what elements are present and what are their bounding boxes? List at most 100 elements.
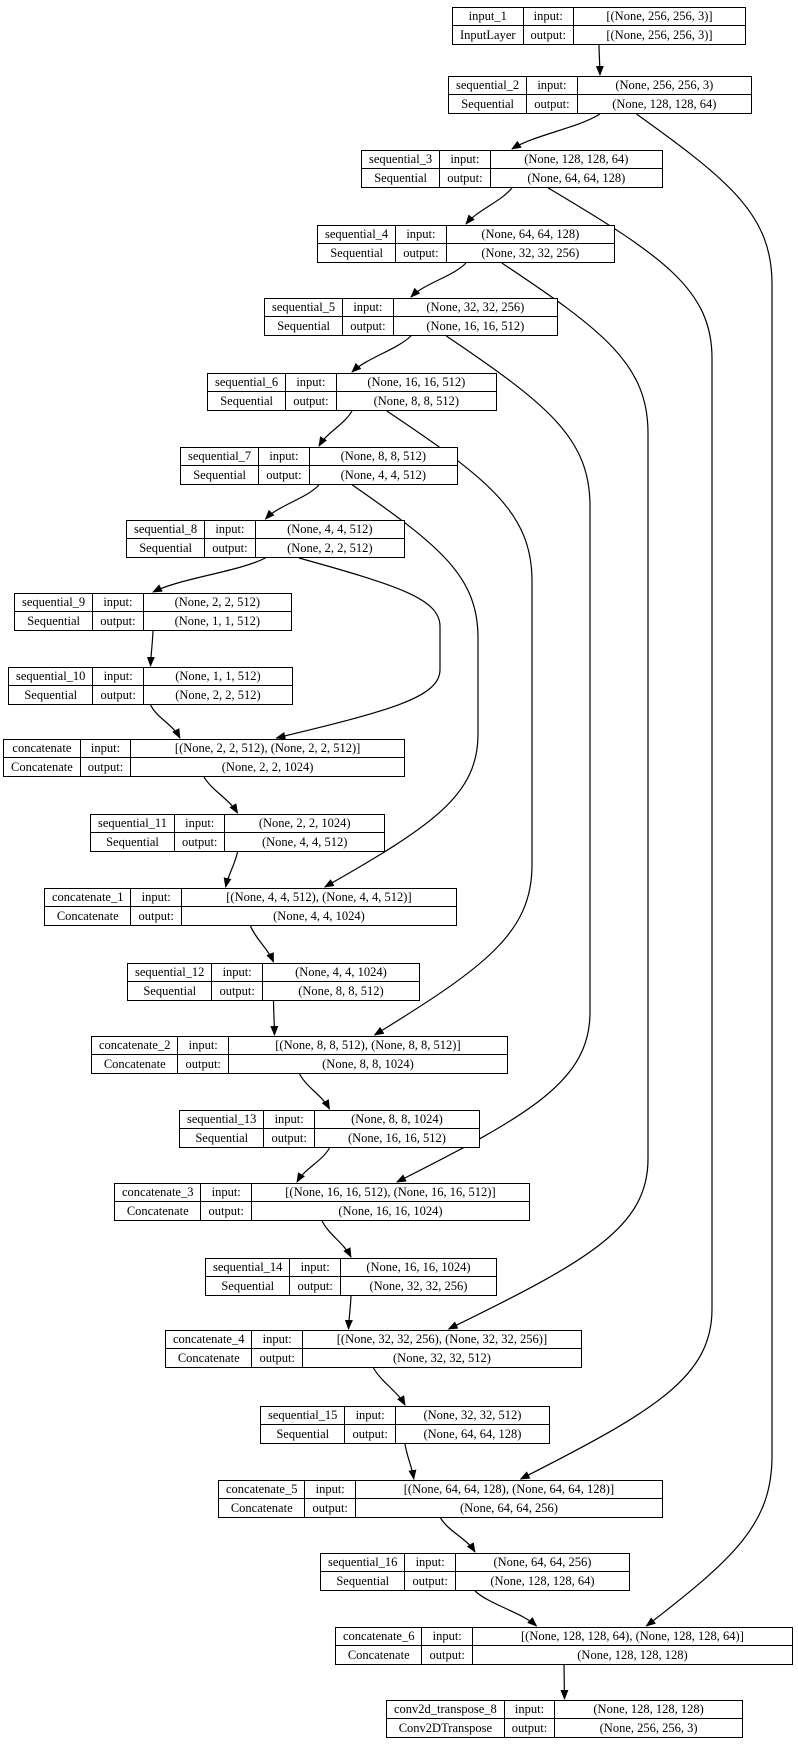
layer-node-concatenate: concatenate input: [(None, 2, 2, 512), (… [3, 739, 405, 777]
input-label: input: [178, 1037, 229, 1055]
layer-type: Sequential [127, 539, 206, 557]
layer-output-shape: (None, 16, 16, 512) [426, 318, 525, 333]
output-label: output: [259, 466, 310, 484]
edge-sequential_9-to-sequential_10 [146, 630, 155, 667]
layer-name: sequential_12 [128, 964, 213, 982]
layer-node-sequential_12: sequential_12 input: (None, 4, 4, 1024) … [127, 963, 420, 1001]
layer-output-shape: (None, 64, 64, 128) [527, 170, 626, 185]
layer-output-shape: (None, 4, 4, 512) [261, 834, 348, 849]
layer-output-shape: (None, 8, 8, 512) [373, 393, 459, 408]
layer-input-shape: (None, 32, 32, 256) [393, 299, 557, 317]
layer-type: Sequential [181, 466, 260, 484]
layer-output-shape: (None, 64, 64, 256) [460, 1500, 558, 1515]
layer-input-shape: [(None, 32, 32, 256), (None, 32, 32, 256… [302, 1331, 581, 1349]
layer-node-sequential_2: sequential_2 input: (None, 256, 256, 3) … [448, 76, 752, 114]
input-label: input: [93, 594, 144, 612]
layer-input-shape: (None, 2, 2, 512) [143, 594, 291, 612]
layer-name: concatenate_5 [219, 1481, 306, 1499]
edge-sequential_4-to-concatenate_4 [447, 262, 649, 1330]
output-label: output: [131, 907, 182, 925]
layer-node-concatenate_3: concatenate_3 input: [(None, 16, 16, 512… [114, 1183, 530, 1221]
edge-sequential_7-to-concatenate_1 [323, 484, 479, 888]
layer-type: Concatenate [92, 1055, 179, 1073]
layer-name: sequential_11 [91, 815, 175, 833]
edge-concatenate_4-to-sequential_15 [372, 1367, 406, 1406]
edge-sequential_8-to-sequential_9 [152, 557, 266, 593]
layer-input-shape: [(None, 4, 4, 512), (None, 4, 4, 512)] [181, 889, 456, 907]
layer-name: concatenate [4, 740, 81, 758]
layer-type: Sequential [180, 1129, 265, 1147]
layer-node-sequential_13: sequential_13 input: (None, 8, 8, 1024) … [179, 1110, 480, 1148]
layer-input-shape: [(None, 8, 8, 512), (None, 8, 8, 512)] [228, 1037, 507, 1055]
layer-name: conv2d_transpose_8 [387, 1701, 505, 1719]
edge-sequential_12-to-concatenate_2 [270, 1000, 279, 1036]
input-label: input: [305, 1481, 356, 1499]
layer-name: sequential_5 [265, 299, 344, 317]
layer-output-shape: (None, 64, 64, 128) [423, 1426, 522, 1441]
layer-output-shape: (None, 32, 32, 256) [369, 1278, 468, 1293]
layer-type: Sequential [9, 686, 94, 704]
layer-type: InputLayer [453, 26, 524, 44]
layer-input-shape: [(None, 64, 64, 128), (None, 64, 64, 128… [355, 1481, 662, 1499]
layer-node-sequential_16: sequential_16 input: (None, 64, 64, 256)… [320, 1553, 630, 1591]
edge-sequential_10-to-concatenate [149, 704, 181, 739]
output-label: output: [290, 1277, 341, 1295]
edge-sequential_13-to-concatenate_3 [296, 1147, 331, 1183]
output-label: output: [212, 982, 263, 1000]
layer-type: Conv2DTranspose [387, 1719, 505, 1737]
layer-type: Sequential [261, 1425, 346, 1443]
output-label: output: [175, 833, 226, 851]
layer-name: sequential_9 [15, 594, 94, 612]
layer-name: sequential_13 [180, 1111, 265, 1129]
layer-type: Concatenate [45, 907, 132, 925]
output-label: output: [343, 317, 394, 335]
layer-output-shape: (None, 32, 32, 256) [481, 245, 580, 260]
input-label: input: [396, 226, 447, 244]
edge-concatenate_2-to-sequential_13 [298, 1073, 331, 1110]
input-label: input: [343, 299, 394, 317]
layer-input-shape: (None, 32, 32, 512) [395, 1407, 549, 1425]
output-label: output: [201, 1202, 252, 1220]
layer-input-shape: (None, 128, 128, 64) [490, 151, 662, 169]
edge-concatenate_1-to-sequential_12 [249, 925, 275, 963]
edge-sequential_5-to-sequential_6 [351, 335, 412, 373]
output-label: output: [205, 539, 256, 557]
edge-sequential_15-to-concatenate_5 [404, 1443, 417, 1480]
layer-output-shape: (None, 4, 4, 1024) [273, 908, 365, 923]
input-label: input: [205, 521, 256, 539]
layer-name: concatenate_1 [45, 889, 132, 907]
edge-sequential_5-to-concatenate_3 [396, 335, 591, 1183]
edge-sequential_11-to-concatenate_1 [223, 851, 239, 888]
layer-type: Sequential [15, 612, 94, 630]
layer-name: concatenate_3 [115, 1184, 202, 1202]
layer-input-shape: (None, 2, 2, 1024) [225, 815, 384, 833]
layer-type: Sequential [128, 982, 213, 1000]
layer-name: sequential_10 [9, 668, 94, 686]
output-label: output: [93, 686, 144, 704]
layer-output-shape: (None, 2, 2, 1024) [221, 759, 314, 774]
edge-sequential_3-to-concatenate_5 [519, 187, 713, 1480]
layer-name: sequential_8 [127, 521, 206, 539]
layer-node-input_1: input_1 input: [(None, 256, 256, 3)] Inp… [452, 7, 746, 45]
input-label: input: [286, 374, 337, 392]
edge-concatenate_3-to-sequential_14 [321, 1220, 352, 1258]
layer-input-shape: (None, 4, 4, 1024) [262, 964, 419, 982]
layer-node-sequential_15: sequential_15 input: (None, 32, 32, 512)… [260, 1406, 550, 1444]
layer-node-sequential_11: sequential_11 input: (None, 2, 2, 1024) … [90, 814, 385, 852]
layer-type: Sequential [318, 244, 397, 262]
layer-node-concatenate_1: concatenate_1 input: [(None, 4, 4, 512),… [44, 888, 457, 926]
output-label: output: [286, 392, 337, 410]
input-label: input: [405, 1554, 456, 1572]
layer-type: Sequential [208, 392, 287, 410]
layer-input-shape: [(None, 256, 256, 3)] [573, 8, 745, 26]
input-label: input: [290, 1259, 341, 1277]
layer-name: sequential_4 [318, 226, 397, 244]
layer-name: concatenate_2 [92, 1037, 179, 1055]
layer-output-shape: (None, 1, 1, 512) [174, 613, 260, 628]
edge-sequential_8-to-concatenate [275, 557, 441, 740]
layer-output-shape: (None, 2, 2, 512) [287, 540, 373, 555]
edge-sequential_7-to-sequential_8 [264, 484, 320, 520]
layer-input-shape: (None, 16, 16, 512) [336, 374, 496, 392]
edge-concatenate_6-to-conv2d_transpose_8 [560, 1664, 569, 1700]
